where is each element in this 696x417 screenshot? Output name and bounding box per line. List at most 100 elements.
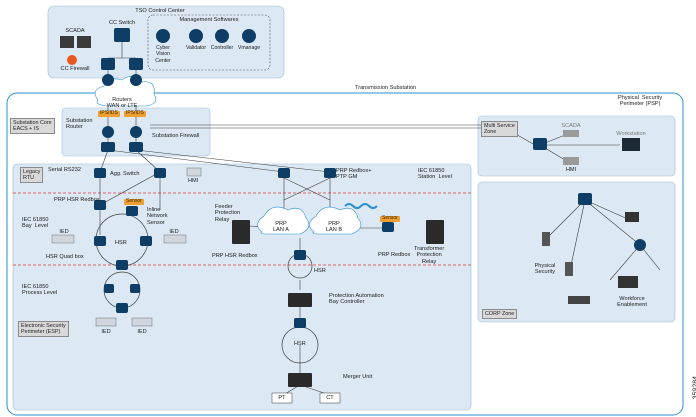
server-icon bbox=[568, 296, 590, 304]
substation-router-label: Substation Router bbox=[66, 118, 93, 131]
prp-redbox-icon bbox=[382, 222, 394, 232]
laptop-icon bbox=[618, 276, 638, 288]
substation-firewall-icon bbox=[101, 142, 115, 152]
inline-sensor-label: Inline Network Sensor bbox=[147, 207, 168, 226]
ips-badge: IPS/IDS bbox=[98, 110, 120, 117]
merger-unit-icon bbox=[288, 373, 312, 387]
wan-label: Routers WAN or LTE bbox=[106, 97, 138, 109]
hmi-label: HMI bbox=[188, 178, 199, 184]
ct-label: CT bbox=[326, 395, 334, 401]
ms-scada-label: SCADA bbox=[561, 123, 581, 129]
app-label: Validator bbox=[185, 45, 207, 51]
core-zone-tag: Substation Core EACS + IS bbox=[10, 118, 55, 134]
ied-label: IED bbox=[169, 229, 179, 235]
redbox-gm-label: PRP Redbox+ PTP GM bbox=[336, 168, 372, 181]
badge-reader-icon bbox=[565, 262, 573, 276]
controller-icon bbox=[215, 29, 229, 43]
workstation-icon bbox=[622, 138, 640, 151]
ptp-signal bbox=[344, 203, 378, 209]
phone-icon bbox=[625, 212, 639, 222]
ied-label: IED bbox=[137, 329, 147, 335]
feeder-redbox-label: PRP HSR Redbox bbox=[212, 253, 258, 259]
ied-icon bbox=[95, 317, 117, 327]
cyber-vision-icon bbox=[156, 29, 170, 43]
psp-label: Physical Security Perimeter (PSP) bbox=[618, 95, 663, 108]
validator-icon bbox=[189, 29, 203, 43]
prp-hsr-redbox-icon bbox=[94, 200, 106, 210]
pt-label: PT bbox=[278, 395, 286, 401]
camera-icon bbox=[542, 232, 550, 246]
switch-icon bbox=[94, 168, 106, 178]
scada-label: SCADA bbox=[65, 28, 85, 34]
devices bbox=[94, 28, 646, 387]
bay-level-label: IEC 61850 Bay Level bbox=[22, 217, 49, 230]
hsr-label: HSR bbox=[294, 341, 306, 347]
pa-controller-label: Protection Automation Bay Controller bbox=[329, 293, 384, 306]
inline-sensor-icon bbox=[126, 206, 138, 216]
mgmt-title: Management Softwares bbox=[179, 17, 239, 23]
switch-icon bbox=[104, 284, 114, 293]
ied-icon bbox=[131, 317, 153, 327]
ips-badge: IPS/IDS bbox=[124, 110, 146, 117]
bay-controller-icon bbox=[288, 293, 312, 307]
transmission-label: Transmission Substation bbox=[355, 85, 417, 91]
switch-icon bbox=[278, 168, 290, 178]
substation-router-icon bbox=[102, 126, 114, 138]
substation-firewall-icon bbox=[129, 142, 143, 152]
switch-icon bbox=[130, 284, 140, 293]
sensor-badge: Sensor bbox=[124, 198, 144, 205]
transformer-relay-label: Transformer Protection Relay bbox=[414, 246, 445, 265]
vmanage-icon bbox=[242, 29, 256, 43]
substation-router-icon bbox=[130, 126, 142, 138]
doc-id: 359284 bbox=[692, 376, 696, 400]
ied-label: IED bbox=[101, 329, 111, 335]
app-label: Cyber Vision Center bbox=[155, 45, 171, 64]
hsr-label: HSR bbox=[314, 268, 326, 274]
switch-icon bbox=[116, 303, 128, 313]
prp-redbox-label: PRP Redbox bbox=[378, 252, 411, 258]
switch-icon bbox=[324, 168, 336, 178]
wireless-router-icon bbox=[634, 239, 646, 251]
scada-server-icon bbox=[77, 36, 91, 48]
app-label: Vmanage bbox=[237, 45, 261, 51]
hmi-icon bbox=[563, 157, 579, 165]
station-level-label: IEC 61850 Station Level bbox=[418, 168, 452, 181]
cc-switch-icon bbox=[114, 28, 130, 42]
switch-icon bbox=[94, 236, 106, 246]
ied-icon bbox=[51, 234, 75, 244]
cc-firewall-label: CC Firewall bbox=[60, 66, 90, 72]
workforce-label: Workforce Enablement bbox=[617, 296, 647, 309]
esp-tag: Electronic Security Perimeter (ESP) bbox=[18, 321, 69, 337]
clouds bbox=[94, 76, 362, 235]
lan-b-label: PRP LAN B bbox=[325, 221, 343, 234]
router-icon bbox=[102, 74, 114, 86]
router-icon bbox=[130, 74, 142, 86]
tso-title: TSO Control Center bbox=[135, 8, 185, 14]
app-label: Controller bbox=[210, 45, 234, 51]
agg-switch-icon bbox=[154, 168, 166, 178]
substation-firewall-label: Substation Firewall bbox=[152, 133, 200, 139]
lan-a-label: PRP LAN A bbox=[273, 221, 289, 234]
firewall-icon bbox=[101, 58, 115, 70]
firewall-icon bbox=[129, 58, 143, 70]
corp-switch-icon bbox=[578, 193, 592, 205]
feeder-relay-icon bbox=[232, 220, 250, 244]
ct-box bbox=[319, 392, 341, 404]
cc-switch-label: CC Switch bbox=[108, 20, 136, 26]
hmi-icon bbox=[186, 167, 202, 177]
scada-icon bbox=[563, 130, 579, 137]
ms-switch-icon bbox=[533, 138, 547, 150]
scada-server-icon bbox=[60, 36, 74, 48]
sensor-badge: Sensor bbox=[380, 215, 400, 222]
workstation-label: Workstation bbox=[616, 131, 646, 137]
cc-firewall-icon bbox=[67, 55, 77, 65]
prp-hsr-redbox-label: PRP HSR Redbox bbox=[54, 197, 100, 203]
hsr-quadbox-icon bbox=[116, 260, 128, 270]
feeder-relay-label: Feeder Protection Relay bbox=[215, 204, 241, 223]
mgmt-box bbox=[147, 14, 271, 71]
switch-icon bbox=[140, 236, 152, 246]
serial-label: Serial RS232 bbox=[48, 167, 81, 173]
merger-label: Merger Unit bbox=[343, 374, 373, 380]
ied-label: IED bbox=[59, 229, 69, 235]
ms-zone-tag: Multi Service Zone bbox=[481, 121, 518, 137]
